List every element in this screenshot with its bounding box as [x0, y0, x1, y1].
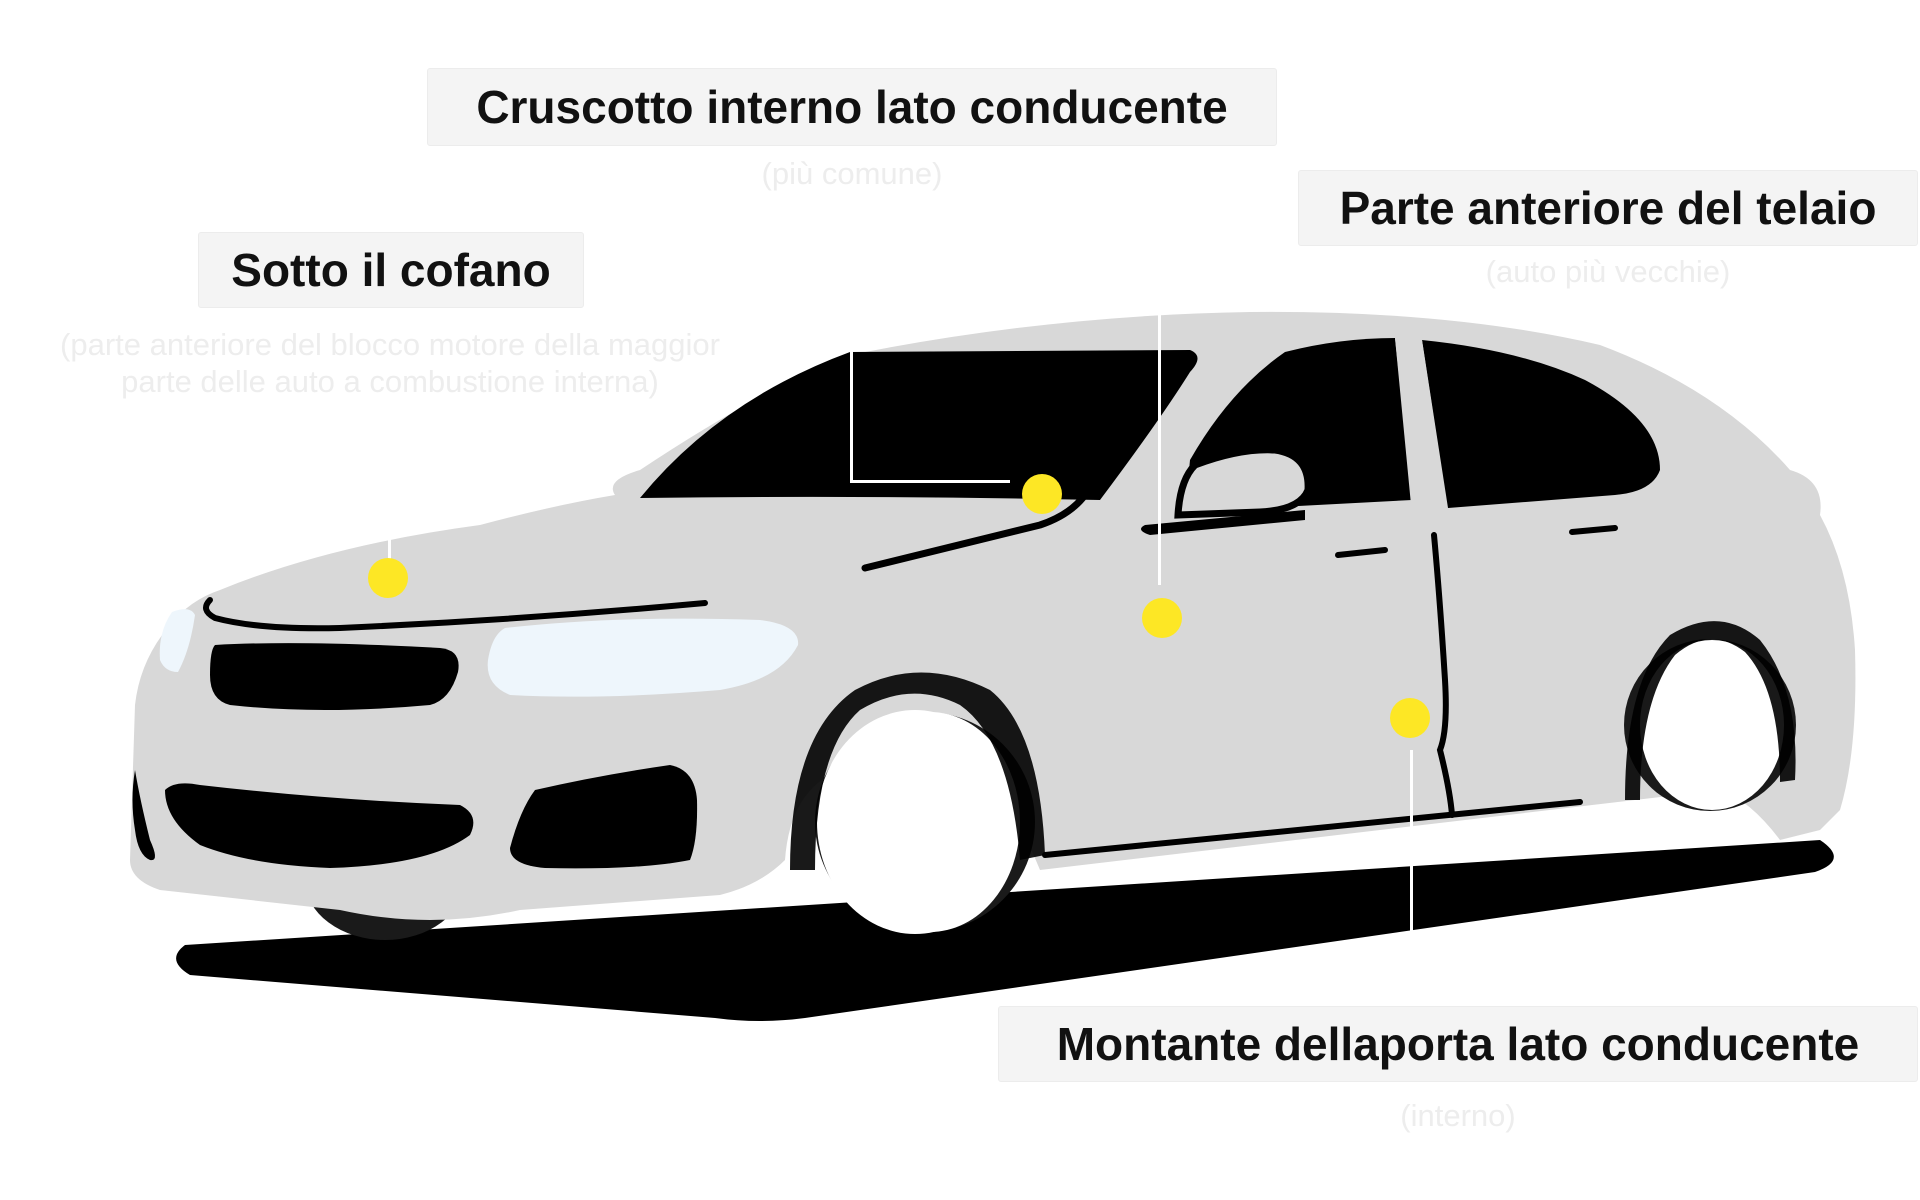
- dashboard-leader-horizontal: [850, 480, 1010, 483]
- lower-bumper-intake: [165, 783, 474, 868]
- windshield: [640, 350, 1198, 500]
- right-fog-intake: [132, 770, 155, 861]
- frame-front-title: Parte anteriore del telaio: [1339, 182, 1877, 234]
- vin-marker-under-hood[interactable]: [368, 558, 408, 598]
- b-pillar: [1395, 338, 1448, 515]
- dashboard-title: Cruscotto interno lato conducente: [476, 81, 1228, 133]
- rear-side-window: [1422, 340, 1660, 508]
- under-hood-label: Sotto il cofano: [198, 232, 584, 308]
- dashboard-leader-vertical: [850, 350, 853, 483]
- side-mirror: [1174, 446, 1312, 519]
- front-wheel-arch: [790, 672, 1045, 870]
- left-headlight: [487, 618, 799, 697]
- dashboard-note: (più comune): [761, 156, 943, 191]
- sill-line: [1042, 799, 1583, 858]
- rear-wheel-rim: [1640, 640, 1784, 810]
- door-leader: [1410, 750, 1413, 935]
- frame-leader: [1158, 315, 1161, 585]
- frame-front-note: (auto più vecchie): [1485, 254, 1731, 289]
- door-pillar-label: Montante dellaporta lato conducente: [998, 1006, 1918, 1082]
- dashboard-label: Cruscotto interno lato conducente: [427, 68, 1277, 146]
- mirror-base: [1141, 510, 1305, 535]
- hood-edge-line: [203, 597, 708, 632]
- front-grille: [210, 643, 459, 710]
- under-hood-title: Sotto il cofano: [231, 244, 551, 296]
- front-wheel-rim-inner: [840, 712, 1020, 932]
- under-hood-note-line-2: parte delle auto a combustione interna): [121, 364, 659, 399]
- frame-front-label: Parte anteriore del telaio: [1298, 170, 1918, 246]
- right-headlight: [159, 609, 195, 672]
- left-fog-intake: [510, 765, 698, 869]
- under-hood-note-line-1: (parte anteriore del blocco motore della…: [60, 327, 720, 362]
- vin-marker-door-pillar[interactable]: [1390, 698, 1430, 738]
- car-shadow: [176, 840, 1834, 1021]
- front-door-handle: [1335, 547, 1388, 558]
- door-pillar-title: Montante dellaporta lato conducente: [1056, 1018, 1860, 1070]
- door-line: [1431, 532, 1455, 818]
- vin-marker-frame-front[interactable]: [1142, 598, 1182, 638]
- door-pillar-note: (interno): [1400, 1098, 1516, 1133]
- hood-leader: [388, 530, 391, 568]
- hood-line: [861, 491, 1089, 572]
- vin-marker-dashboard[interactable]: [1022, 474, 1062, 514]
- rear-door-handle: [1569, 525, 1618, 535]
